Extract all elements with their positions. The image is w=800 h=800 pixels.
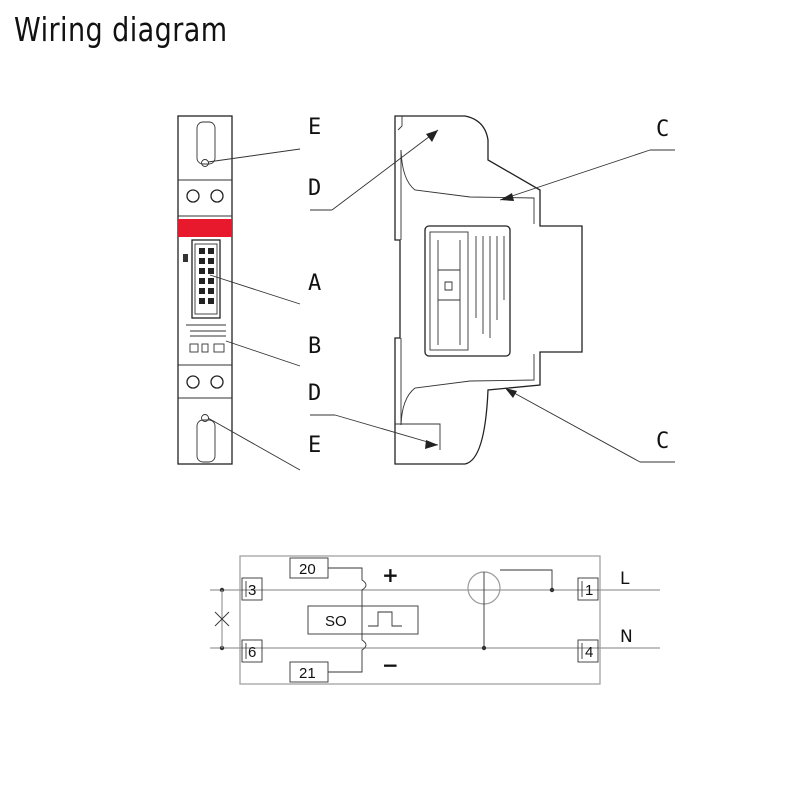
callout-a: A xyxy=(308,271,321,296)
approval-mark-icon xyxy=(189,343,199,353)
junction-dot xyxy=(549,587,555,593)
meter-side-view xyxy=(394,115,583,465)
callout-c-top: C xyxy=(656,117,669,142)
terminal-1-label: 1 xyxy=(585,582,593,599)
plus-sign: + xyxy=(382,563,399,587)
meter-front-view xyxy=(177,115,233,465)
terminal-6-label: 6 xyxy=(248,644,256,661)
screw-icon xyxy=(186,375,200,389)
minus-sign: − xyxy=(382,653,399,677)
callout-e-top: E xyxy=(308,115,321,140)
side-view-leaders xyxy=(310,129,675,463)
screw-icon xyxy=(210,189,224,203)
approval-mark-icon xyxy=(201,343,209,353)
callout-e-bottom: E xyxy=(308,433,321,458)
page-title: Wiring diagram xyxy=(14,10,228,49)
lcd-digits xyxy=(199,248,214,304)
terminal-4 xyxy=(577,639,599,663)
screw-icon xyxy=(186,189,200,203)
line-n-label: N xyxy=(620,627,633,647)
terminal-3 xyxy=(241,577,263,601)
callout-d-top: D xyxy=(308,176,321,201)
callout-b: B xyxy=(308,334,321,359)
terminal-3-label: 3 xyxy=(248,582,256,599)
so-pulse-box xyxy=(307,605,419,635)
callout-d-bottom: D xyxy=(308,381,321,406)
so-label: SO xyxy=(325,613,347,630)
line-l-label: L xyxy=(620,569,630,589)
din-clip-hole-top xyxy=(201,159,209,167)
terminal-4-label: 4 xyxy=(585,644,593,661)
screw-icon xyxy=(210,375,224,389)
red-band xyxy=(178,219,232,237)
terminal-1 xyxy=(577,577,599,601)
junction-dot xyxy=(481,645,487,651)
terminal-20-label: 20 xyxy=(299,561,316,578)
callout-c-bottom: C xyxy=(656,429,669,454)
ce-mark-icon xyxy=(213,343,225,353)
wiring-schematic xyxy=(210,555,660,685)
terminal-6 xyxy=(241,639,263,663)
pulse-icon xyxy=(368,611,402,627)
terminal-21-label: 21 xyxy=(299,665,316,682)
front-view-leaders xyxy=(207,148,301,471)
